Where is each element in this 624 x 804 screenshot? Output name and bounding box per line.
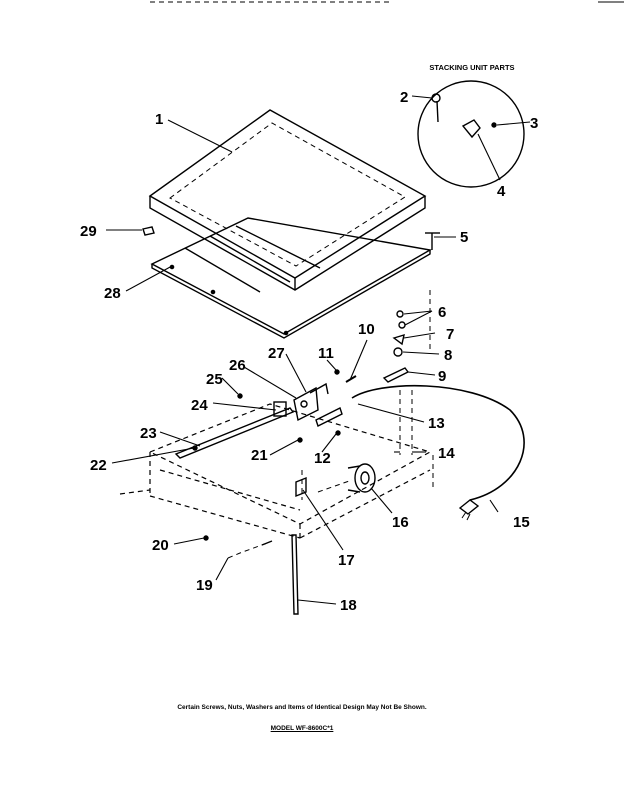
- callout-28: 28: [104, 285, 121, 302]
- callout-14: 14: [438, 445, 455, 462]
- callout-23: 23: [140, 425, 157, 442]
- callout-17: 17: [338, 552, 355, 569]
- callout-13: 13: [428, 415, 445, 432]
- callout-8: 8: [444, 347, 452, 364]
- stacking-screw-part: [491, 122, 497, 128]
- callout-22: 22: [90, 457, 107, 474]
- callout-24: 24: [191, 397, 208, 414]
- callout-29: 29: [80, 223, 97, 240]
- callout-1: 1: [155, 111, 163, 128]
- stacking-bracket-part: [461, 119, 481, 139]
- callout-3: 3: [530, 115, 538, 132]
- screw-part-5: [425, 232, 440, 250]
- clip-part: [142, 226, 155, 236]
- callout-21: 21: [251, 447, 268, 464]
- callout-15: 15: [513, 514, 530, 531]
- callout-11: 11: [318, 345, 334, 362]
- hinge-assembly: [273, 382, 329, 422]
- callout-6: 6: [438, 304, 446, 321]
- power-cord-part: [351, 384, 525, 501]
- callout-20: 20: [152, 537, 169, 554]
- bracket-part-17: [295, 476, 307, 498]
- rod-part: [174, 407, 295, 459]
- top-panel-part: [148, 109, 427, 291]
- callout-9: 9: [438, 368, 446, 385]
- callout-12: 12: [314, 450, 331, 467]
- callout-26: 26: [229, 357, 246, 374]
- stacking-bolt-part: [431, 93, 441, 123]
- callout-19: 19: [196, 577, 213, 594]
- callout-labels: 1 2 3 4 5 6 7 8 9 10 11 12 13 14 15 16 1…: [80, 89, 538, 614]
- base-frame: [119, 403, 432, 539]
- model-number: MODEL WF-8600C*1: [270, 725, 334, 732]
- callout-18: 18: [340, 597, 357, 614]
- callout-2: 2: [400, 89, 408, 106]
- stacking-unit-title: STACKING UNIT PARTS: [429, 63, 514, 72]
- pulley-part: [317, 463, 376, 493]
- disclaimer-note: Certain Screws, Nuts, Washers and Items …: [177, 704, 427, 711]
- callout-25: 25: [206, 371, 223, 388]
- callout-5: 5: [460, 229, 468, 246]
- callout-27: 27: [268, 345, 285, 362]
- callout-7: 7: [446, 326, 454, 343]
- callout-10: 10: [358, 321, 375, 338]
- leg-part: [291, 534, 299, 615]
- liner-panel-part: [150, 217, 433, 339]
- callout-16: 16: [392, 514, 409, 531]
- callout-4: 4: [497, 183, 506, 200]
- stacking-unit-inset-circle: [417, 80, 525, 188]
